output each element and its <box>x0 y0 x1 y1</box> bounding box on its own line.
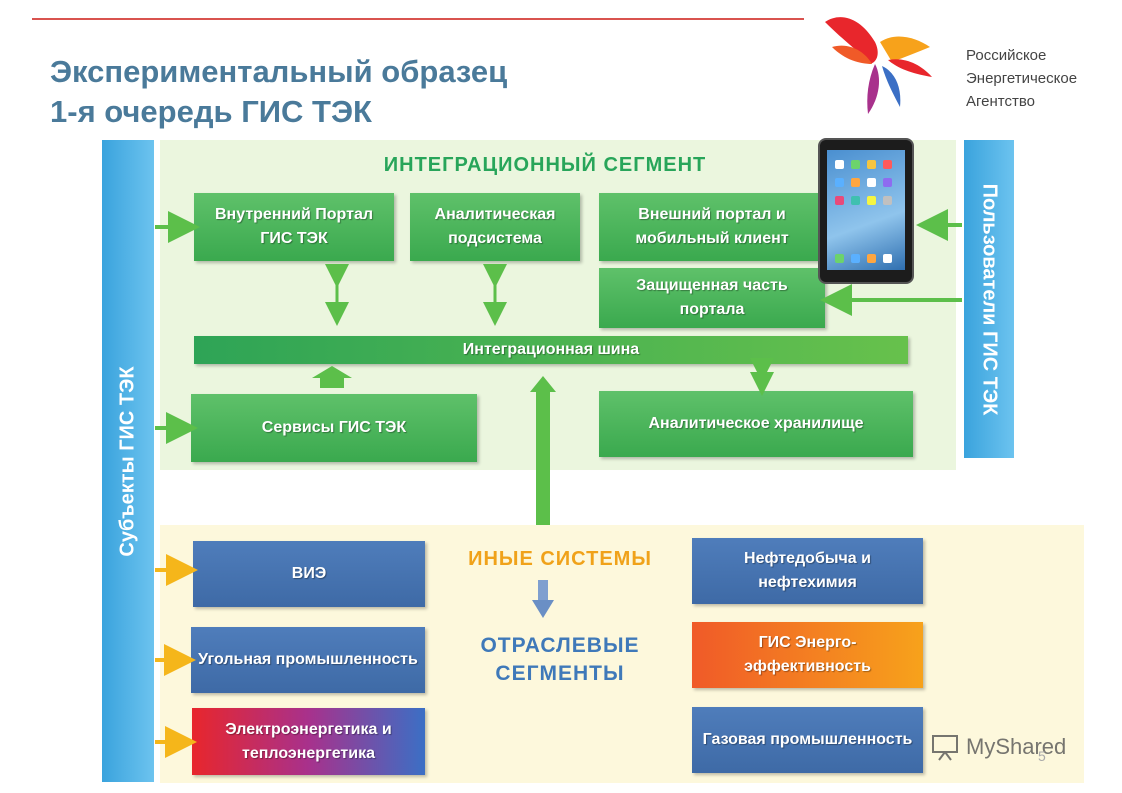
header-divider <box>32 18 804 20</box>
services-bus-arrow <box>312 366 352 388</box>
analytic-subsystem-box: Аналитическая подсистема <box>410 193 580 261</box>
agency-name-line2: Энергетическое <box>966 70 1078 87</box>
gis-efficiency-box: ГИС Энерго-эффективность <box>692 622 923 688</box>
electro-energy-box: Электроэнергетика и теплоэнергетика <box>192 708 425 775</box>
page-title-line1: Экспериментальный образец <box>50 54 508 89</box>
page-number: 5 <box>1038 748 1046 764</box>
integration-bus: Интеграционная шина <box>194 336 908 364</box>
page-title-line2: 1-я очередь ГИС ТЭК <box>50 94 372 129</box>
firebird-icon <box>825 17 932 114</box>
external-portal-box: Внешний портал и мобильный клиент <box>599 193 825 261</box>
watermark-text: MyShared <box>966 734 1067 759</box>
agency-name: Российское Энергетическое Агентство <box>966 44 1116 113</box>
tablet-image <box>818 138 914 284</box>
agency-name-line1: Российское <box>966 47 1047 64</box>
watermark: MyShared <box>930 730 1090 764</box>
agency-logo <box>820 2 1120 120</box>
subjects-bar: Субъекты ГИС ТЭК <box>102 140 154 782</box>
oil-industry-box: Нефтедобыча и нефтехимия <box>692 538 923 604</box>
presentation-board-icon <box>932 735 958 761</box>
internal-portal-box: Внутренний Портал ГИС ТЭК <box>194 193 394 261</box>
page-title: Экспериментальный образец 1-я очередь ГИ… <box>50 52 750 132</box>
gas-industry-box: Газовая промышленность <box>692 707 923 773</box>
analytic-storage-box: Аналитическое хранилище <box>599 391 913 457</box>
sector-segments-title: ОТРАСЛЕВЫЕ СЕГМЕНТЫ <box>480 634 640 685</box>
other-systems-title: ИНЫЕ СИСТЕМЫ <box>468 548 652 570</box>
vie-box: ВИЭ <box>193 541 425 607</box>
agency-name-line3: Агентство <box>966 93 1035 110</box>
services-box: Сервисы ГИС ТЭК <box>191 394 477 462</box>
tablet-screen <box>827 150 905 270</box>
other-to-sector-arrow <box>532 580 554 618</box>
other-systems-bus-arrow <box>530 376 556 525</box>
protected-portal-box: Защищенная часть портала <box>599 268 825 328</box>
integration-segment-title: ИНТЕГРАЦИОННЫЙ СЕГМЕНТ <box>383 154 707 176</box>
users-bar: Пользователи ГИС ТЭК <box>964 140 1014 458</box>
coal-industry-box: Угольная промышленность <box>191 627 425 693</box>
